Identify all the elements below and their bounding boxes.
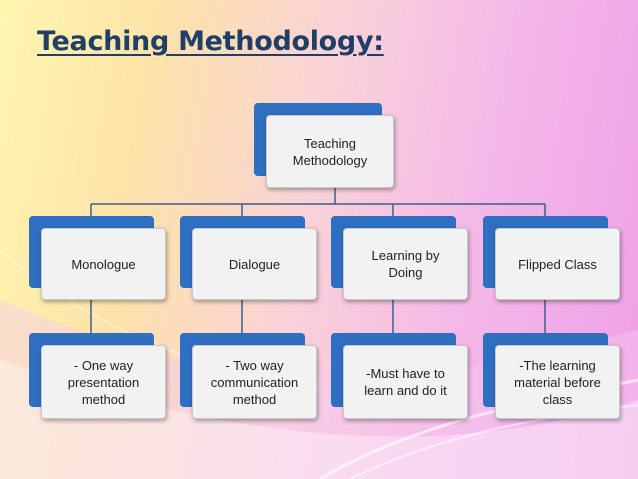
method-node-card: Monologue bbox=[41, 228, 166, 300]
method-node-monologue: Monologue bbox=[29, 216, 166, 300]
method-node-dialogue: Dialogue bbox=[180, 216, 317, 300]
method-label-monologue: Monologue bbox=[71, 256, 136, 272]
method-node-card: Flipped Class bbox=[495, 228, 620, 300]
slide-title: Teaching Methodology: bbox=[37, 26, 384, 57]
method-label-dialogue: Dialogue bbox=[228, 256, 281, 272]
method-node-flipped-class: Flipped Class bbox=[483, 216, 620, 300]
method-node-card: Dialogue bbox=[192, 228, 317, 300]
method-label-flipped-class: Flipped Class bbox=[518, 256, 597, 272]
